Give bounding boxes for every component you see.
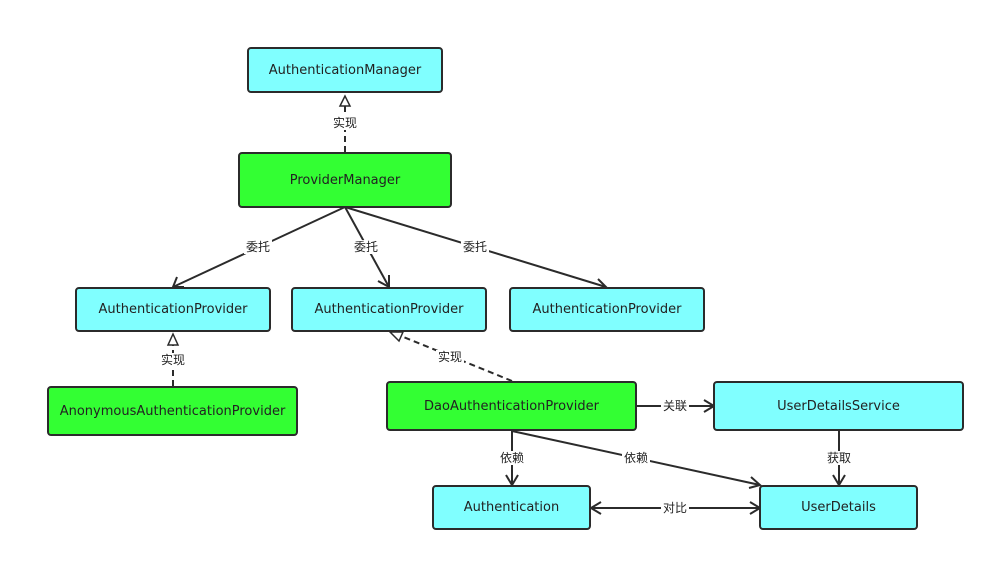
edge-label-implements-anonymous: 实现	[158, 353, 188, 367]
node-label: UserDetails	[801, 500, 876, 515]
edge-label-depends-userdetails: 依赖	[621, 451, 651, 465]
node-label: UserDetailsService	[777, 398, 900, 414]
edge-label-delegate-2: 委托	[351, 240, 381, 254]
node-label: Authentication	[463, 500, 560, 515]
node-label: DaoAuthenticationProvider	[424, 398, 599, 414]
node-authentication-provider-2: AuthenticationProvider	[291, 287, 487, 332]
hollow-arrowhead-icon	[166, 332, 180, 346]
node-user-details-service: UserDetailsService	[713, 381, 964, 431]
node-label: ProviderManager	[289, 172, 401, 188]
node-authentication-provider-3: AuthenticationProvider	[509, 287, 705, 332]
hollow-arrowhead-icon	[388, 331, 405, 343]
edge-label-compares: 对比	[660, 501, 690, 515]
node-label: AuthenticationManager	[268, 62, 422, 78]
edge-label-depends-authentication: 依赖	[497, 451, 527, 465]
node-label: AuthenticationProvider	[314, 302, 464, 317]
node-anonymous-authentication-provider: AnonymousAuthenticationProvider	[47, 386, 298, 436]
node-user-details: UserDetails	[759, 485, 918, 530]
hollow-arrowhead-icon	[338, 94, 352, 107]
node-label: AnonymousAuthenticationProvider	[59, 403, 286, 419]
edge-label-implements-manager: 实现	[330, 116, 360, 130]
edge-label-delegate-3: 委托	[460, 240, 490, 254]
node-authentication-manager: AuthenticationManager	[247, 47, 443, 93]
node-authentication-provider-1: AuthenticationProvider	[75, 287, 271, 332]
node-dao-authentication-provider: DaoAuthenticationProvider	[386, 381, 637, 431]
node-authentication: Authentication	[432, 485, 591, 530]
node-label: AuthenticationProvider	[532, 302, 682, 317]
edge-label-associates: 关联	[660, 399, 690, 413]
node-label: AuthenticationProvider	[98, 302, 248, 317]
edge-label-obtains: 获取	[824, 451, 854, 465]
edge-label-implements-dao: 实现	[435, 350, 465, 364]
node-provider-manager: ProviderManager	[238, 152, 452, 208]
open-arrowhead-icon	[589, 501, 602, 515]
edge-label-delegate-1: 委托	[243, 240, 273, 254]
